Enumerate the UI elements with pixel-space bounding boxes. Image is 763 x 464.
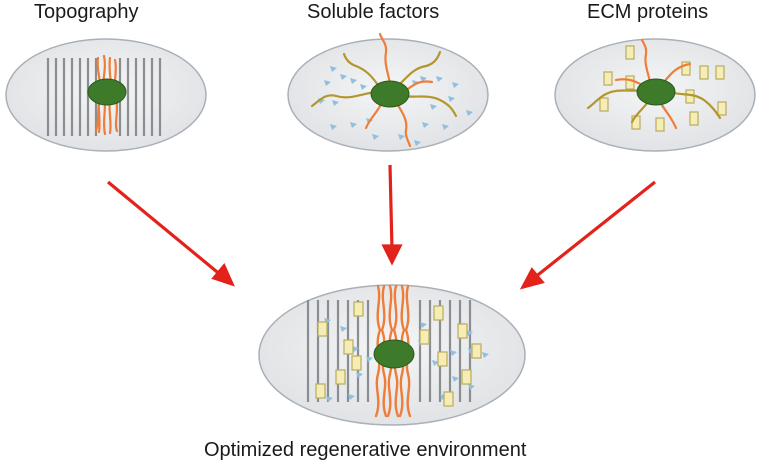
soluble-cell-body (370, 80, 410, 108)
combined-cell-body (373, 339, 415, 369)
soluble-factor-particle (452, 82, 459, 88)
soluble-factor-particle (372, 134, 379, 140)
soluble-factor-particle (352, 346, 359, 352)
ecm-protein-block (625, 75, 635, 90)
ecm-protein-block (655, 117, 665, 132)
ecm-protein-block (689, 111, 699, 126)
arrow-topography (106, 180, 224, 278)
soluble-factor-particle (330, 66, 337, 72)
soluble-factor-particle (452, 376, 459, 382)
arrow-soluble (388, 164, 394, 251)
arrow-topography-head (211, 262, 235, 287)
soluble-factor-particle (330, 124, 337, 130)
soluble-factor-particle (340, 74, 347, 80)
topography-label: Topography (34, 1, 139, 23)
optimized-environment-label: Optimized regenerative environment (204, 439, 527, 461)
ecm-protein-block (625, 45, 635, 60)
soluble-factor-particle (430, 104, 437, 110)
soluble-factor-particle (398, 134, 405, 140)
soluble-factor-particle (332, 100, 339, 106)
ecm-protein-block (715, 65, 725, 80)
ecm-protein-block (461, 369, 472, 385)
ecm-protein-block (351, 355, 362, 371)
soluble-factor-particle (366, 356, 373, 362)
soluble-factors-label: Soluble factors (307, 1, 440, 23)
soluble-factor-particle (326, 396, 333, 402)
ecm-protein-block (717, 101, 727, 116)
ecm-cell-body (636, 78, 676, 106)
ecm-protein-block (457, 323, 468, 339)
ecm-protein-block (599, 97, 609, 112)
soluble-factor-particle (432, 360, 439, 366)
ecm-protein-block (419, 329, 430, 345)
soluble-factor-particle (468, 384, 475, 390)
soluble-factor-particle (442, 124, 449, 130)
combined-ecm-blocks (315, 301, 482, 407)
soluble-factor-particle (348, 394, 355, 400)
ecm-protein-block (343, 339, 354, 355)
soluble-factor-particle (350, 122, 357, 128)
ecm-protein-block (681, 61, 691, 76)
soluble-factor-particle (466, 110, 473, 116)
ecm-protein-block (433, 305, 444, 321)
ecm-protein-block (437, 351, 448, 367)
soluble-factor-particle (350, 78, 357, 84)
ecm-protein-block (317, 321, 328, 337)
soluble-factor-particle (340, 326, 347, 332)
soluble-factor-particle (448, 96, 455, 102)
soluble-factor-particle (466, 330, 473, 336)
soluble-factor-particle (420, 322, 427, 328)
ecm-protein-block (699, 65, 709, 80)
ecm-proteins-label: ECM proteins (587, 1, 709, 23)
soluble-factor-particle (420, 76, 427, 82)
ecm-protein-block (443, 391, 454, 407)
ecm-protein-block (353, 301, 364, 317)
soluble-factor-particle (450, 350, 457, 356)
soluble-factor-particle (422, 122, 429, 128)
soluble-factor-particle (324, 80, 331, 86)
ecm-protein-blocks (599, 45, 727, 132)
ecm-protein-block (471, 343, 482, 359)
soluble-factor-particle (482, 352, 489, 358)
topography-cell-body (87, 78, 127, 106)
arrow-soluble-head (381, 244, 403, 266)
arrow-ecm-head (519, 267, 545, 290)
arrows (106, 164, 656, 290)
ecm-protein-block (603, 71, 613, 86)
soluble-factor-particle (436, 76, 443, 82)
soluble-factor-particle (360, 84, 367, 90)
ecm-protein-block (315, 383, 326, 399)
soluble-factor-particle (414, 140, 421, 146)
soluble-factor-particle (356, 372, 363, 378)
ecm-protein-block (335, 369, 346, 385)
arrow-ecm (533, 180, 656, 280)
